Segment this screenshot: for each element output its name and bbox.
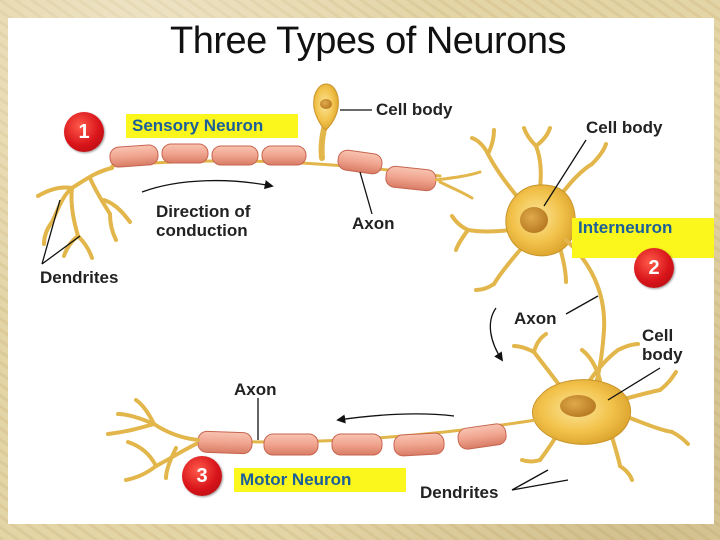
label-cell-body-motor-line1: Cell [642,326,674,345]
badge-sensory: 1 [64,112,104,152]
annotation-lines [41,109,661,491]
label-cell-body-inter: Cell body [586,118,663,137]
label-sensory-neuron: Sensory Neuron [126,114,298,138]
label-direction-line2: conduction [156,221,248,240]
label-cell-body-sensory: Cell body [376,100,453,119]
sensory-neuron-drawing [36,83,482,260]
badge-motor: 3 [182,456,222,496]
direction-arrow-right [489,307,504,362]
label-dendrites-sensory: Dendrites [40,268,119,287]
label-axon-sensory: Axon [352,214,395,233]
badge-interneuron: 2 [634,248,674,288]
label-dendrites-motor: Dendrites [420,483,499,502]
direction-arrow-bottom [336,413,455,424]
label-axon-motor: Axon [234,380,277,399]
label-cell-body-motor-line2: body [642,345,683,364]
label-motor-neuron: Motor Neuron [234,468,406,492]
page-title: Three Types of Neurons [170,20,566,62]
label-axon-inter: Axon [514,309,557,328]
direction-arrow-top [141,179,274,193]
motor-neuron-drawing [106,332,690,482]
label-direction-line1: Direction of [156,202,251,221]
interneuron-drawing [450,126,608,398]
